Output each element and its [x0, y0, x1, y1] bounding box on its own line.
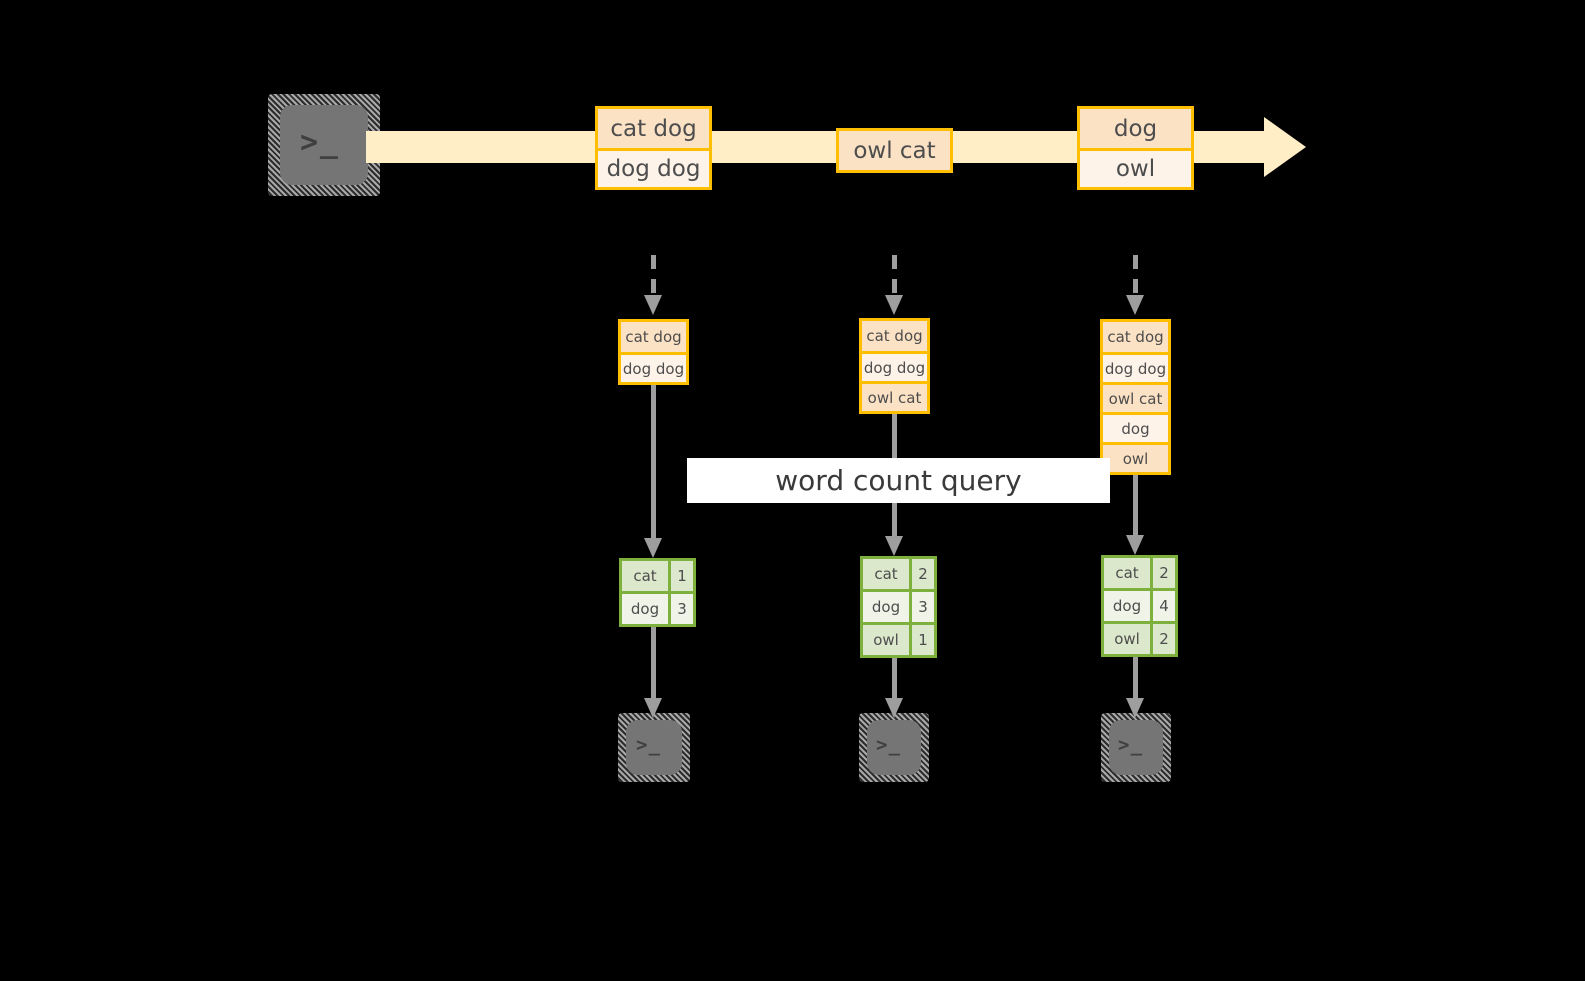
result-table: cat 1 dog 3 [619, 558, 696, 627]
sink-terminal-icon: >_ [859, 713, 929, 782]
arrow-head [885, 698, 903, 718]
terminal-prompt-glyph: >_ [636, 734, 662, 756]
result-count: 1 [909, 625, 934, 655]
sink-terminal-icon: >_ [1101, 713, 1171, 782]
result-count: 3 [668, 594, 693, 624]
table-row: owl 1 [863, 622, 934, 655]
input-row: cat dog [862, 321, 927, 351]
stream-record-line: cat dog [598, 109, 709, 148]
arrow-shaft [1133, 649, 1138, 698]
arrow-head [644, 295, 662, 315]
result-word: cat [863, 559, 909, 589]
arrow-shaft [1133, 475, 1138, 535]
input-row: dog dog [862, 351, 927, 381]
table-row: cat 2 [1104, 558, 1175, 588]
input-row: dog [1103, 412, 1168, 442]
accumulated-input-stack: cat dog dog dog owl cat dog owl [1100, 319, 1171, 475]
result-count: 3 [909, 592, 934, 622]
arrow-shaft [651, 620, 656, 698]
stream-record-line: owl [1080, 148, 1191, 187]
result-count: 2 [1150, 558, 1175, 588]
arrow-head [1126, 295, 1144, 315]
arrow-shaft [651, 382, 656, 538]
result-count: 4 [1150, 591, 1175, 621]
result-word: dog [863, 592, 909, 622]
terminal-face [280, 105, 368, 185]
result-word: dog [622, 594, 668, 624]
result-word: cat [1104, 558, 1150, 588]
result-word: dog [1104, 591, 1150, 621]
input-row: cat dog [621, 322, 686, 352]
event-stream-arrowhead [1264, 117, 1306, 177]
table-row: dog 3 [863, 589, 934, 622]
result-word: cat [622, 561, 668, 591]
result-word: owl [1104, 624, 1150, 654]
terminal-prompt-glyph: >_ [300, 125, 340, 160]
terminal-prompt-glyph: >_ [1118, 734, 1144, 756]
table-row: dog 3 [622, 591, 693, 624]
terminal-face [1109, 720, 1163, 775]
arrow-head [1126, 535, 1144, 555]
input-row: owl [1103, 442, 1168, 472]
arrow-shaft [1133, 255, 1138, 295]
stream-record-line: dog dog [598, 148, 709, 187]
result-table: cat 2 dog 3 owl 1 [860, 556, 937, 658]
stream-record: owl cat [836, 128, 953, 173]
arrow-head [885, 536, 903, 556]
input-row: dog dog [1103, 352, 1168, 382]
result-count: 1 [668, 561, 693, 591]
arrow-head [885, 295, 903, 315]
input-row: owl cat [862, 381, 927, 411]
diagram-caption: word count query [687, 458, 1110, 503]
result-count: 2 [909, 559, 934, 589]
table-row: owl 2 [1104, 621, 1175, 654]
arrow-head [644, 698, 662, 718]
sink-terminal-icon: >_ [618, 713, 690, 782]
arrow-shaft [651, 255, 656, 295]
accumulated-input-stack: cat dog dog dog owl cat [859, 318, 930, 414]
terminal-face [626, 720, 682, 775]
table-row: cat 2 [863, 559, 934, 589]
arrow-shaft [892, 650, 897, 698]
terminal-prompt-glyph: >_ [876, 734, 902, 756]
input-row: owl cat [1103, 382, 1168, 412]
table-row: cat 1 [622, 561, 693, 591]
result-word: owl [863, 625, 909, 655]
stream-record: cat dog dog dog [595, 106, 712, 190]
table-row: dog 4 [1104, 588, 1175, 621]
accumulated-input-stack: cat dog dog dog [618, 319, 689, 385]
stream-record-line: dog [1080, 109, 1191, 148]
terminal-face [867, 720, 921, 775]
arrow-shaft [892, 255, 897, 295]
input-row: cat dog [1103, 322, 1168, 352]
input-row: dog dog [621, 352, 686, 382]
arrow-head [644, 538, 662, 558]
stream-record-line: owl cat [839, 131, 950, 170]
result-table: cat 2 dog 4 owl 2 [1101, 555, 1178, 657]
source-terminal-icon: >_ [268, 94, 380, 196]
stream-record: dog owl [1077, 106, 1194, 190]
arrow-head [1126, 698, 1144, 718]
result-count: 2 [1150, 624, 1175, 654]
